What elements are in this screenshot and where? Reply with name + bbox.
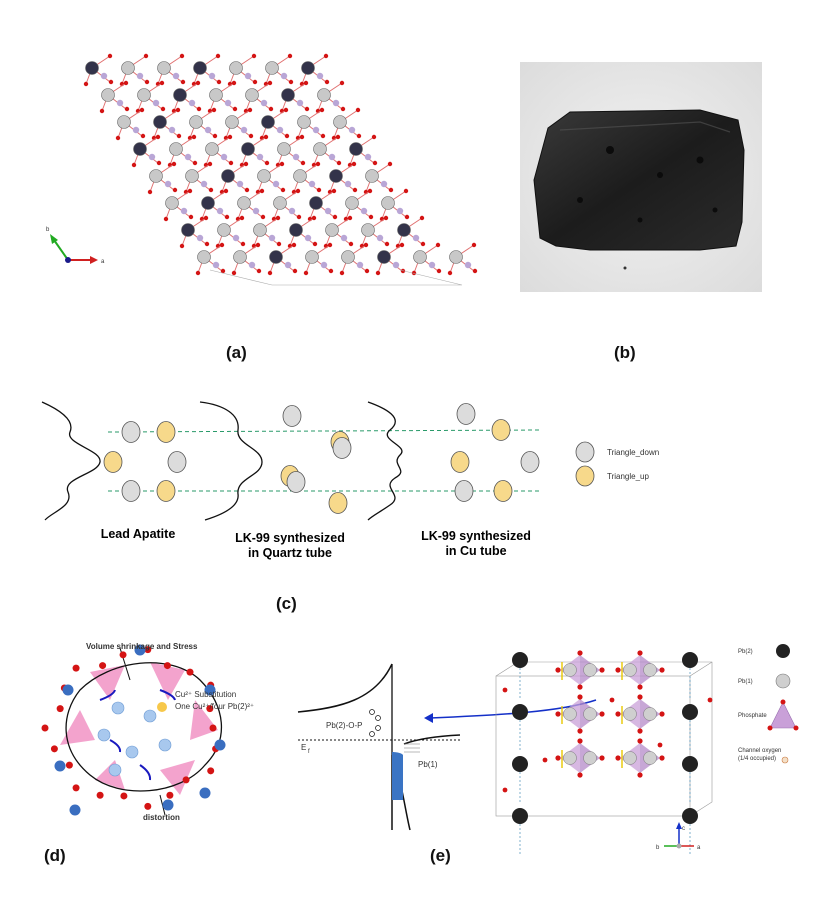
axis-b-label-e: b [656,845,660,851]
fermi-subscript: f [308,749,310,755]
legend-grey-circle [575,441,595,463]
volume-shrinkage-title: Volume shrinkage and Stress [86,642,198,651]
caption-quartz-line1: LK-99 synthesized [235,531,345,545]
legend-phosphate-label: Phosphate [738,713,767,719]
band-diagram [297,663,597,831]
substitution-line2: One Cu²⁺/four Pb(2)²⁺ [175,702,254,711]
unit-cell-illustration: c b a [495,650,713,856]
legend-pb2-atom [776,644,790,658]
legend-up-label: Triangle_up [607,472,650,481]
legend-pb1-atom [775,673,791,689]
panel-label-d: (d) [44,846,66,865]
legend-phosphate-triangle [769,701,797,729]
legend-e: Pb(2) Pb(1) Phosphate Channel oxygen (1/… [738,644,799,764]
pb1-band-label: Pb(1) [418,760,438,769]
apatite-lattice-illustration [83,53,478,286]
caption-lead-apatite: Lead Apatite [101,527,176,541]
legend-channel-oxygen [781,756,789,764]
caption-quartz-line2: in Quartz tube [248,546,332,560]
axis-a-label-e: a [697,845,701,851]
caption-cu-line1: LK-99 synthesized [421,529,531,543]
sample-photo [520,62,762,292]
legend-yellow-circle [575,465,595,487]
wave-lead-apatite [41,401,101,521]
band-label: Pb(2)-O-P [326,721,362,730]
panel-label-c: (c) [276,594,297,613]
legend-pb1-label: Pb(1) [738,679,753,685]
substitution-line1: Cu²⁺ Substitution [175,690,236,699]
panel-label-a: (a) [226,343,247,362]
axis-a-label: a [101,259,105,265]
legend-channel-line2: (1/4 occupied) [738,756,776,762]
legend-c: Triangle_down Triangle_up [575,441,659,487]
axis-c-label: c [682,826,685,832]
substitution-diagram [41,644,226,816]
captions-c: Lead Apatite LK-99 synthesized in Quartz… [101,527,531,560]
axis-triad-a: b a [46,227,105,265]
apatite-schematic [41,401,541,521]
caption-cu-line2: in Cu tube [445,544,506,558]
wave-cu [367,401,403,521]
legend-down-label: Triangle_down [607,448,659,457]
panel-label-e: (e) [430,846,451,865]
axis-b-label: b [46,227,50,233]
wave-quartz [199,401,263,521]
legend-channel-line1: Channel oxygen [738,748,781,754]
legend-pb2-label: Pb(2) [738,649,753,655]
panel-label-b: (b) [614,343,636,362]
distortion-label: distortion [143,813,180,822]
fermi-label: E [301,743,306,752]
